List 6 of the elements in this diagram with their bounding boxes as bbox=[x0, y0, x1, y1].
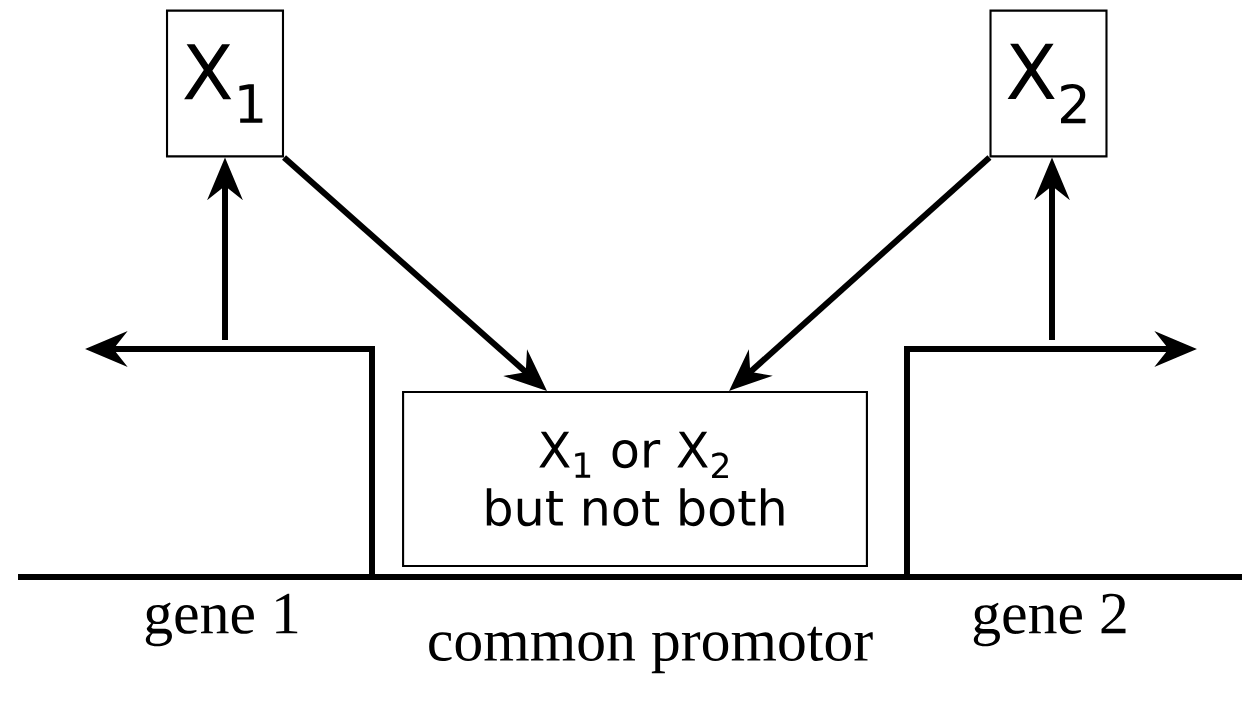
gene-label: gene 2 bbox=[973, 593, 1126, 647]
promoter-label: common promotor bbox=[429, 626, 873, 674]
gene-product-box: X$_{1}$ bbox=[165, 9, 285, 158]
gene-product-box: X$_{2}$ bbox=[989, 9, 1108, 158]
gene-label: gene 1 bbox=[145, 593, 298, 647]
promoter-box: X$_{1}$ or X$_{2}$ but not both bbox=[402, 390, 868, 567]
